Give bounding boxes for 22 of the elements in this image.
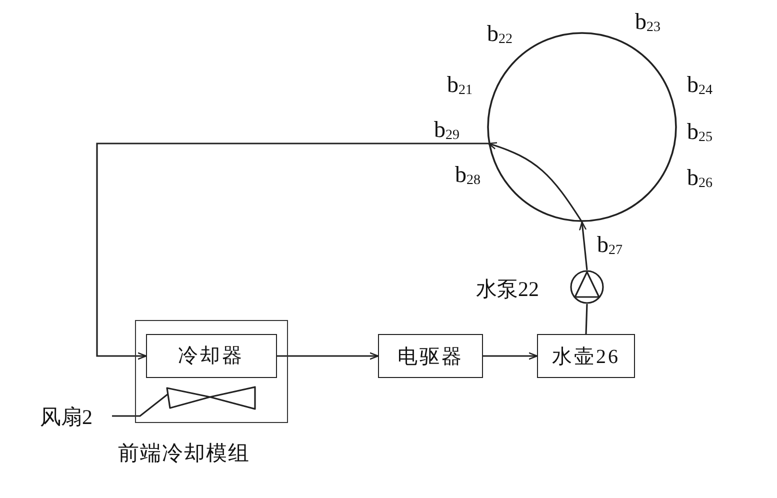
flow-arrow [488,142,583,222]
point-label: b$_{27}$ [597,233,622,258]
component-box: 冷却器 [146,334,276,378]
flow-arrow [483,352,538,360]
point-label: b$_{29}$ [434,118,460,143]
pump-icon [570,270,604,304]
flow-arrow [579,221,588,270]
point-label: b$_{23}$ [635,10,660,35]
flow-arrow [277,352,379,360]
point-label: b$_{26}$ [687,166,712,191]
point-label: b$_{22}$ [487,22,512,47]
pump-label: 水泵22 [476,276,539,303]
point-label: b$_{21}$ [447,73,472,98]
module-label: 前端冷却模组 [118,440,250,467]
point-label: b$_{24}$ [687,73,712,98]
fan-icon [164,384,256,410]
flow-arrow [96,142,488,360]
fan-label: 风扇2 [40,403,112,429]
component-box: 水壶26 [537,334,635,378]
point-label: b$_{25}$ [687,120,712,145]
point-label: b$_{28}$ [455,163,480,188]
component-box: 电驱器 [378,334,483,378]
